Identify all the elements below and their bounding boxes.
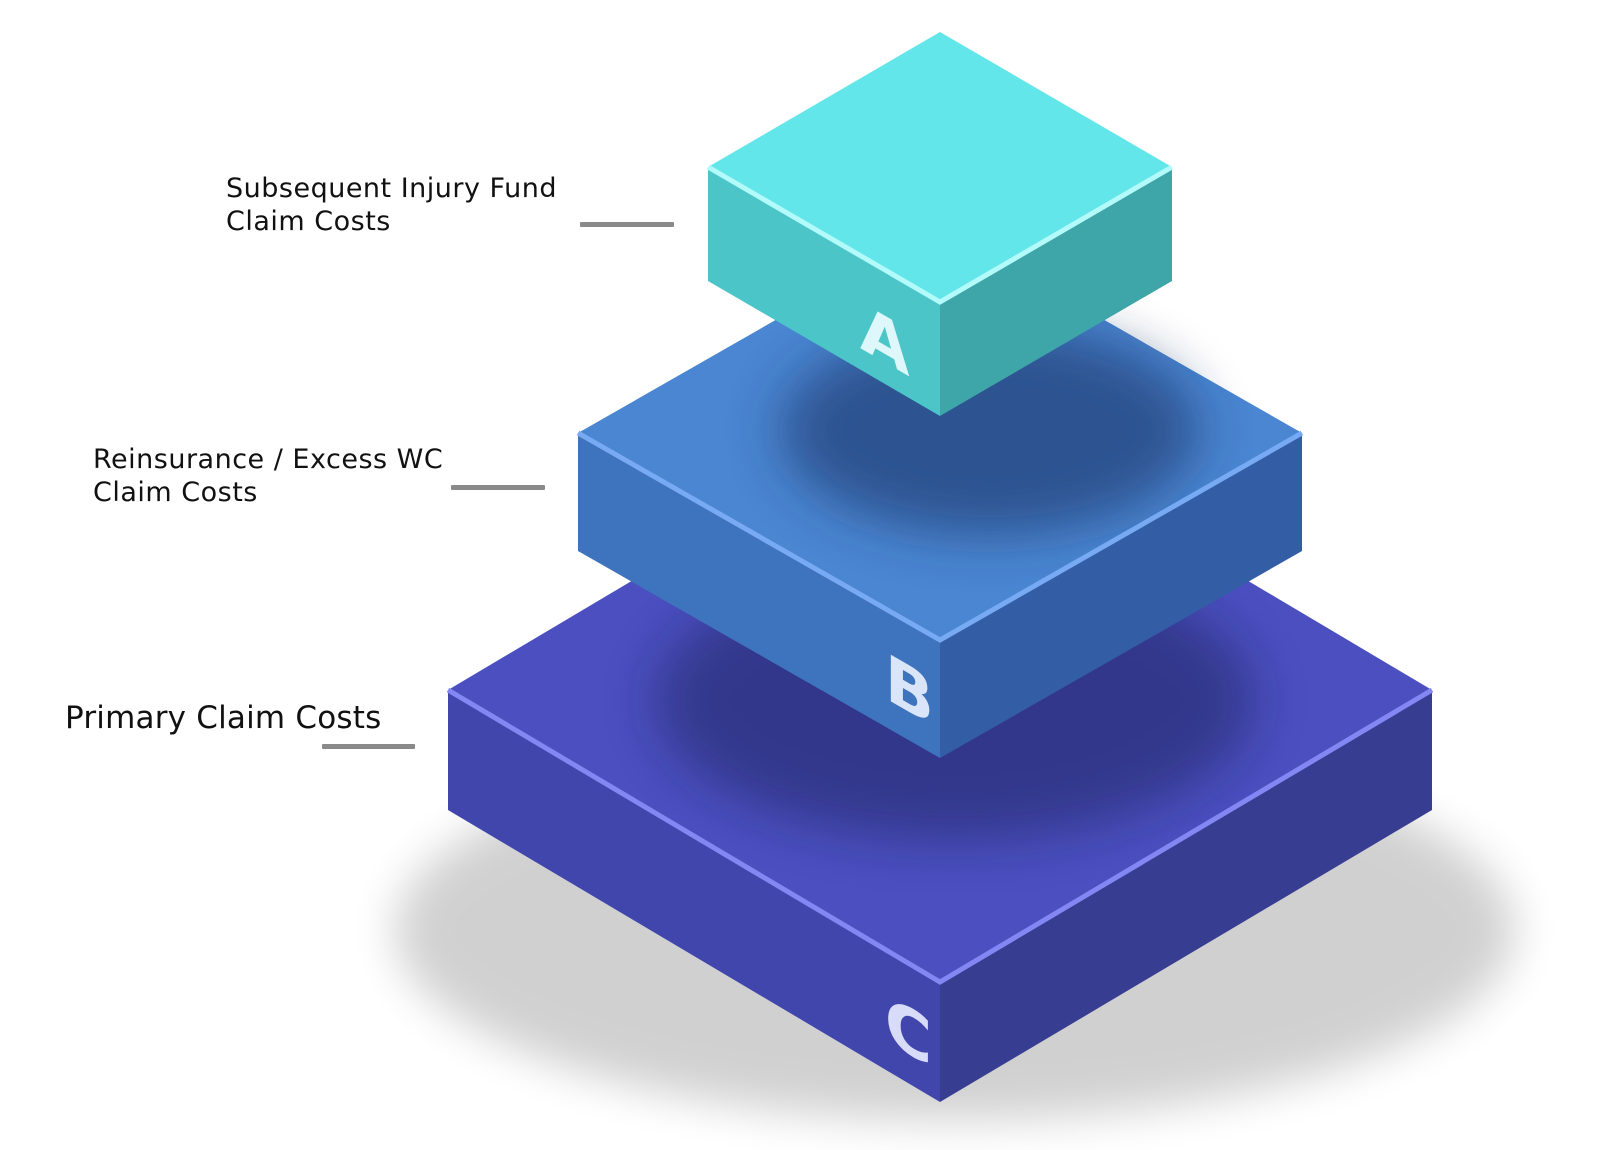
layer-a-edge-highlight (706, 164, 1174, 305)
layer-b-block: B (576, 226, 1304, 758)
layer-c-edge-highlight (446, 687, 1434, 985)
layer-b-label: Reinsurance / Excess WC Claim Costs (93, 443, 443, 509)
layer-c-label-line-1: Primary Claim Costs (65, 700, 382, 736)
layer-b-edge-highlight (576, 430, 1304, 643)
layer-a-block: A (706, 32, 1174, 416)
layer-c-right-face (940, 690, 1432, 1102)
layer-a-label: Subsequent Injury Fund Claim Costs (226, 172, 557, 238)
layer-c-leader-line (322, 744, 415, 749)
layer-b-label-line-2: Claim Costs (93, 477, 258, 508)
layer-a-label-line-2: Claim Costs (226, 206, 391, 237)
layer-a-left-face (708, 167, 940, 416)
layer-b-leader-line (451, 485, 545, 490)
layer-a-leader-line (580, 222, 674, 227)
layer-b-right-face (940, 433, 1302, 758)
layer-c-label: Primary Claim Costs (65, 702, 381, 735)
layer-a-label-line-1: Subsequent Injury Fund (226, 173, 557, 204)
layer-a-right-face (940, 167, 1172, 416)
layer-b-label-line-1: Reinsurance / Excess WC (93, 444, 444, 475)
layer-b-left-face (578, 433, 940, 758)
layer-c-left-face (448, 690, 940, 1102)
